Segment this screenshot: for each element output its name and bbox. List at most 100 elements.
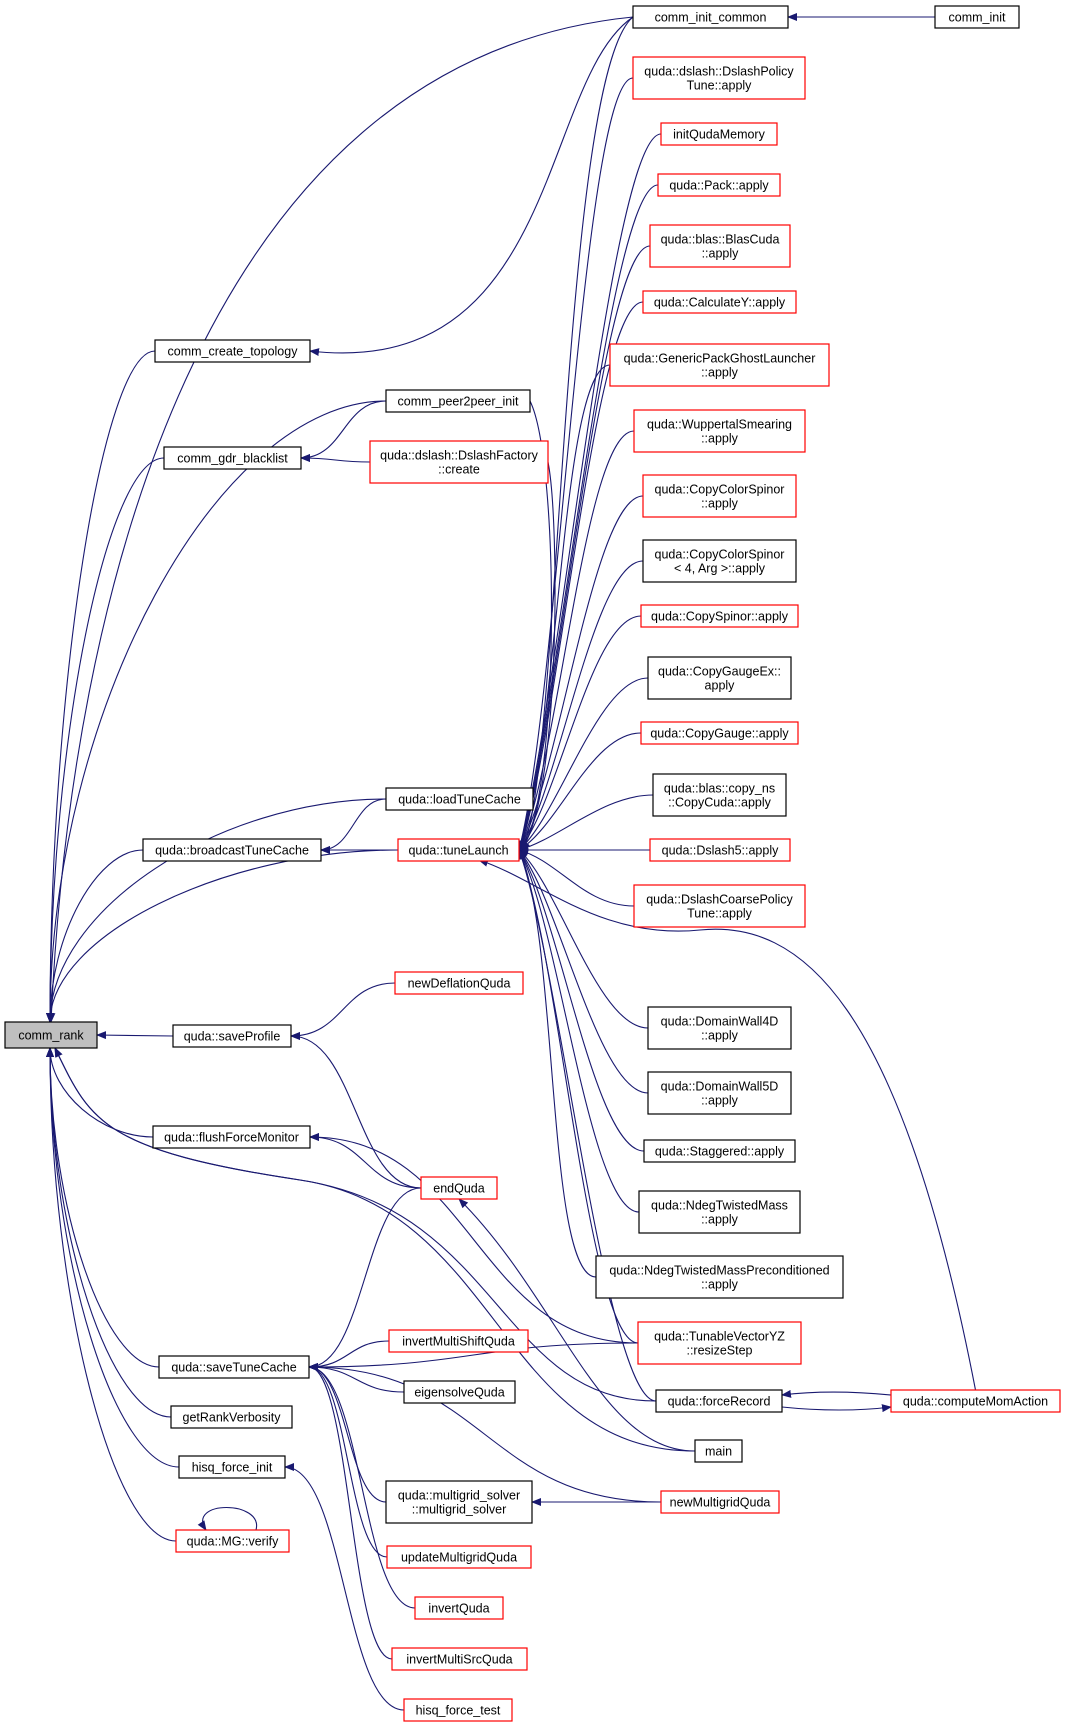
node-label: quda::dslash::DslashPolicy <box>644 65 794 79</box>
node-label: quda::blas::BlasCuda <box>661 233 780 247</box>
node-pack-apply[interactable]: quda::Pack::apply <box>657 173 781 197</box>
edge-hisq_force_test-to-hisq_force_init <box>284 1463 405 1711</box>
edge-mg-verify-self-loop <box>197 1507 257 1531</box>
node-box <box>170 1405 293 1429</box>
node-invertQuda[interactable]: invertQuda <box>414 1596 504 1620</box>
node-copy-ns[interactable]: quda::blas::copy_ns::CopyCuda::apply <box>652 773 787 817</box>
edge-eigensolveQuda-to-save_tune_cache <box>308 1363 405 1393</box>
node-ndeg-twisted-mass-prec[interactable]: quda::NdegTwistedMassPreconditioned::app… <box>595 1255 844 1299</box>
node-label: quda::multigrid_solver <box>398 1489 520 1503</box>
node-box <box>388 1329 529 1353</box>
node-main[interactable]: main <box>694 1439 743 1463</box>
node-label: ::apply <box>701 497 739 511</box>
node-copy-gauge[interactable]: quda::CopyGauge::apply <box>640 721 799 745</box>
node-box <box>142 838 322 862</box>
node-box <box>158 1355 310 1379</box>
node-compute-mom-action[interactable]: quda::computeMomAction <box>890 1389 1061 1413</box>
node-mg-verify[interactable]: quda::MG::verify <box>175 1529 290 1553</box>
node-label: apply <box>705 679 736 693</box>
node-endQuda[interactable]: endQuda <box>420 1176 498 1200</box>
edge-staggered-to-tune_launch <box>518 849 645 1152</box>
node-box <box>391 1647 528 1671</box>
node-box <box>694 1439 743 1463</box>
node-getRankVerbosity[interactable]: getRankVerbosity <box>170 1405 293 1429</box>
node-box <box>647 656 792 700</box>
node-domain-wall-5d[interactable]: quda::DomainWall5D::apply <box>647 1071 792 1115</box>
node-invertMultiShiftQuda[interactable]: invertMultiShiftQuda <box>388 1329 529 1353</box>
node-newMultigridQuda[interactable]: newMultigridQuda <box>660 1490 780 1514</box>
node-tune-launch[interactable]: quda::tuneLaunch <box>397 838 520 862</box>
node-flush-force-monitor[interactable]: quda::flushForceMonitor <box>152 1125 311 1149</box>
node-box <box>403 1380 516 1404</box>
node-label: newDeflationQuda <box>408 977 511 991</box>
edge-main-to-comm_rank <box>54 1047 696 1452</box>
node-box <box>385 787 534 811</box>
node-dslash5[interactable]: quda::Dslash5::apply <box>649 838 791 862</box>
edge-dslash_policy_tune-to-tune_launch <box>517 77 634 851</box>
node-label: getRankVerbosity <box>183 1411 282 1425</box>
node-domain-wall-4d[interactable]: quda::DomainWall4D::apply <box>647 1006 792 1050</box>
node-label: quda::tuneLaunch <box>408 844 508 858</box>
node-copy-color-spinor-4[interactable]: quda::CopyColorSpinor< 4, Arg >::apply <box>642 539 797 583</box>
node-broadcast-tune-cache[interactable]: quda::broadcastTuneCache <box>142 838 322 862</box>
node-blas-cuda[interactable]: quda::blas::BlasCuda::apply <box>649 224 791 268</box>
node-hisq-force-test[interactable]: hisq_force_test <box>403 1698 513 1722</box>
edge-endQuda-to-save_profile <box>290 1032 422 1189</box>
edge-newDeflationQuda-to-save_profile <box>290 982 396 1040</box>
node-updateMultigridQuda[interactable]: updateMultigridQuda <box>386 1545 532 1569</box>
node-initQudaMemory[interactable]: initQudaMemory <box>660 122 778 146</box>
node-copy-spinor[interactable]: quda::CopySpinor::apply <box>640 604 799 628</box>
node-copy-color-spinor[interactable]: quda::CopyColorSpinor::apply <box>642 474 797 518</box>
node-label: comm_peer2peer_init <box>398 395 519 409</box>
node-label: quda::CopyGaugeEx:: <box>658 665 781 679</box>
node-box <box>647 1006 792 1050</box>
node-comm-gdr-blacklist[interactable]: comm_gdr_blacklist <box>163 446 302 470</box>
nodes: comm_rank comm_init_common comm_initquda::… <box>4 5 1061 1722</box>
node-box <box>638 1190 801 1234</box>
node-comm-rank[interactable]: comm_rank <box>4 1021 98 1049</box>
node-copy-gauge-ex[interactable]: quda::CopyGaugeEx::apply <box>647 656 792 700</box>
node-hisq-force-init[interactable]: hisq_force_init <box>178 1455 286 1479</box>
node-generic-pack-ghost[interactable]: quda::GenericPackGhostLauncher::apply <box>609 343 830 387</box>
node-box <box>163 446 302 470</box>
node-ndeg-twisted-mass[interactable]: quda::NdegTwistedMass::apply <box>638 1190 801 1234</box>
node-save-profile[interactable]: quda::saveProfile <box>172 1024 292 1048</box>
node-label: ::apply <box>702 247 740 261</box>
edge-comm_init_common-to-comm_rank <box>47 16 634 1023</box>
node-label: comm_init_common <box>655 11 767 25</box>
node-dslash-factory[interactable]: quda::dslash::DslashFactory::create <box>369 440 549 484</box>
node-eigensolveQuda[interactable]: eigensolveQuda <box>403 1380 516 1404</box>
node-box <box>642 474 797 518</box>
node-label: quda::WuppertalSmearing <box>647 418 792 432</box>
node-box <box>178 1455 286 1479</box>
node-invertMultiSrcQuda[interactable]: invertMultiSrcQuda <box>391 1647 528 1671</box>
node-comm-init[interactable]: comm_init <box>934 5 1020 29</box>
node-newDeflationQuda[interactable]: newDeflationQuda <box>394 971 524 995</box>
edge-invertMultiSrcQuda-to-save_tune_cache <box>308 1363 393 1660</box>
edge-comm_init_common-to-comm_create_topology <box>309 16 634 357</box>
node-force-record[interactable]: quda::forceRecord <box>655 1389 783 1413</box>
node-calculateY[interactable]: quda::CalculateY::apply <box>642 290 797 314</box>
node-box <box>595 1255 844 1299</box>
node-multigrid-solver[interactable]: quda::multigrid_solver::multigrid_solver <box>385 1480 533 1524</box>
node-wuppertal[interactable]: quda::WuppertalSmearing::apply <box>633 409 806 453</box>
edge-force_record-to-compute_mom_action <box>781 1404 892 1413</box>
node-comm-create-topology[interactable]: comm_create_topology <box>154 339 311 363</box>
node-box <box>640 604 799 628</box>
node-comm-peer2peer-init[interactable]: comm_peer2peer_init <box>385 389 531 413</box>
node-staggered[interactable]: quda::Staggered::apply <box>643 1139 796 1163</box>
node-comm-init-common[interactable]: comm_init_common <box>632 5 789 29</box>
node-save-tune-cache[interactable]: quda::saveTuneCache <box>158 1355 310 1379</box>
node-label: comm_gdr_blacklist <box>177 452 288 466</box>
node-box <box>633 884 806 928</box>
node-label: quda::forceRecord <box>668 1395 771 1409</box>
node-tunable-vector-yz[interactable]: quda::TunableVectorYZ::resizeStep <box>637 1321 802 1365</box>
edge-tunable_vector_yz-to-save_tune_cache <box>308 1342 639 1371</box>
node-load-tune-cache[interactable]: quda::loadTuneCache <box>385 787 534 811</box>
edge-dslash_factory-to-tune_launch <box>520 461 556 851</box>
node-label: newMultigridQuda <box>670 1496 771 1510</box>
node-box <box>420 1176 498 1200</box>
